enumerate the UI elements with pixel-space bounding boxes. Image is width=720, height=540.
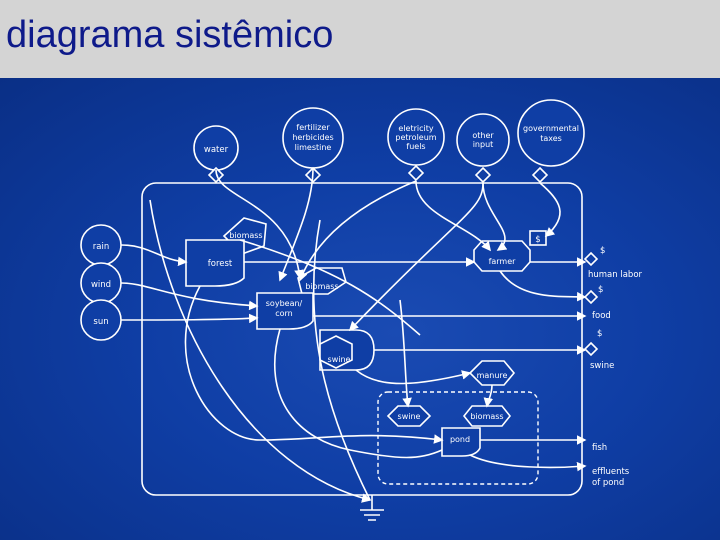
svg-text:water: water [204, 145, 229, 155]
svg-text:sun: sun [93, 317, 108, 327]
svg-text:corn: corn [275, 309, 293, 318]
producer-pond: pond [441, 427, 481, 457]
consumer-swine-house: swine [319, 329, 375, 371]
svg-text:fertilizer: fertilizer [296, 123, 330, 132]
producer-forest: forest [185, 239, 245, 287]
output-fish: fish [592, 443, 607, 453]
source-governmental: governmental taxes [517, 99, 585, 167]
money-label-1: $ [600, 246, 605, 256]
output-effluents-line1: effluents [592, 467, 630, 477]
svg-text:swine: swine [398, 412, 421, 421]
source-water: water [193, 125, 239, 171]
output-swine: swine [590, 361, 614, 371]
svg-text:herbicides: herbicides [292, 133, 333, 142]
output-effluents-line2: of pond [592, 478, 624, 488]
money-label-2: $ [598, 285, 603, 295]
source-electricity: eletricity petroleum fuels [387, 108, 445, 166]
producer-biomass-pond: biomass [462, 405, 512, 427]
energy-flows [120, 167, 587, 503]
svg-text:swine: swine [328, 355, 351, 364]
title-bar: diagrama sistêmico [0, 0, 720, 78]
svg-text:petroleum: petroleum [395, 133, 436, 142]
heat-sink [360, 495, 384, 521]
source-other-input: other input [456, 113, 510, 167]
source-fertilizer: fertilizer herbicides limestine [282, 107, 344, 169]
transaction-diamonds [207, 164, 549, 184]
storage-manure: manure [468, 360, 516, 386]
svg-text:soybean/: soybean/ [266, 299, 303, 308]
source-wind: wind [80, 262, 122, 304]
source-rain: rain [80, 224, 122, 266]
producer-soybean: soybean/ corn [256, 292, 314, 330]
consumer-swine-pond: swine [386, 405, 432, 427]
output-human-labor: human labor [588, 270, 643, 280]
svg-text:biomass: biomass [305, 282, 338, 291]
svg-text:input: input [473, 140, 494, 149]
output-diamonds [583, 251, 599, 357]
slide-background [0, 78, 720, 540]
svg-text:eletricity: eletricity [398, 124, 433, 133]
source-sun: sun [80, 299, 122, 341]
svg-text:governmental: governmental [523, 124, 579, 133]
svg-text:wind: wind [91, 280, 111, 290]
svg-text:biomass: biomass [470, 412, 503, 421]
emergy-system-diagram: water fertilizer herbicides limestine el… [80, 99, 643, 521]
svg-text:fuels: fuels [406, 142, 425, 151]
svg-text:pond: pond [450, 435, 470, 444]
svg-text:$: $ [535, 235, 540, 245]
money-label-3: $ [597, 329, 602, 339]
svg-text:taxes: taxes [540, 134, 562, 143]
svg-text:other: other [472, 131, 494, 140]
producer-biomass-mid: biomass [297, 267, 347, 295]
page-title: diagrama sistêmico [6, 14, 334, 56]
svg-text:biomass: biomass [229, 231, 262, 240]
money-box: $ [529, 230, 547, 246]
output-food: food [592, 311, 611, 321]
svg-text:farmer: farmer [489, 257, 517, 266]
svg-text:forest: forest [208, 259, 233, 269]
pond-subsystem-boundary [377, 391, 539, 485]
svg-text:manure: manure [477, 371, 508, 380]
svg-text:rain: rain [93, 242, 109, 252]
svg-text:limestine: limestine [295, 143, 332, 152]
